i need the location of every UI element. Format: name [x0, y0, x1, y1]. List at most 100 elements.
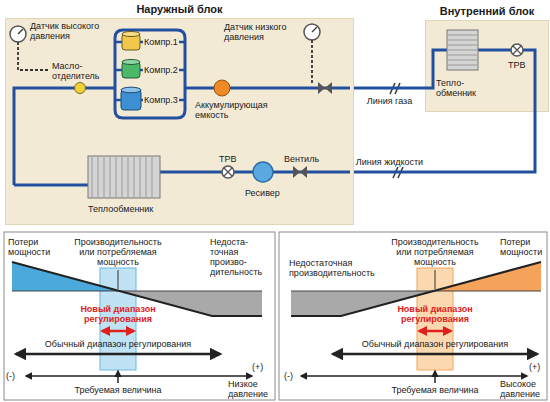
part-label: Вентиль [284, 154, 319, 164]
part-label: Компр.1 [143, 37, 179, 47]
range-label: Новый диапазон регулирования [75, 304, 161, 324]
heat-exchanger-symbol [447, 30, 478, 70]
valve-symbol [318, 82, 332, 94]
gas-pipe [14, 88, 350, 185]
pointer-arrow [434, 371, 436, 383]
label-holder: Новый диапазон регулирования [75, 304, 161, 324]
part-label: (-) [284, 371, 293, 381]
required-level [291, 291, 541, 292]
sensor-line [311, 40, 313, 84]
part-label: ТРВ [219, 154, 237, 164]
valve-symbol [293, 166, 307, 178]
unit-panel: Наружный блок [5, 18, 354, 225]
label-holder: Линия жидкости [355, 157, 424, 167]
label-holder: Вентиль [284, 154, 319, 164]
axis-arrow [26, 375, 252, 377]
range-arrow [333, 353, 537, 356]
label-holder: Датчик высокого давления [30, 21, 110, 41]
part-label: Обычный диапазон регулирования [33, 339, 203, 349]
gas-line [354, 87, 425, 90]
part-label: (+) [252, 362, 263, 372]
range-arrow [16, 353, 220, 356]
heat-exchanger-symbol [88, 156, 160, 198]
label-holder: Обычный диапазон регулирования [33, 339, 203, 349]
chart-frame [4, 232, 275, 400]
label-holder: Новый диапазон регулирования [392, 304, 478, 324]
part-label: Недостаточная производительность [289, 258, 383, 278]
label-holder: Недостаточная производительность [289, 258, 383, 278]
unit-panel: Внутренний блок [425, 20, 549, 112]
part-label: ТРВ [508, 60, 526, 70]
chart-frame [279, 232, 547, 400]
label-holder: Ресивер [245, 188, 280, 198]
part-label: Компр.2 [143, 65, 179, 75]
label-holder: Низкое давление [228, 379, 274, 399]
label-holder: ТРВ [219, 154, 237, 164]
liquid-line [354, 112, 535, 172]
label-holder: Потери мощности [500, 237, 546, 257]
label-holder: Обычный диапазон регулирования [350, 339, 520, 349]
line-label: Линия жидкости [355, 157, 424, 167]
gauge-symbol [304, 24, 320, 40]
range-label: Новый диапазон регулирования [392, 304, 478, 324]
part-label: Низкое давление [228, 379, 274, 399]
label-holder: Компр.1 [143, 37, 179, 47]
label-holder: (-) [6, 371, 15, 381]
gauge-needle [18, 29, 23, 34]
label-holder: Высокое давление [500, 379, 546, 399]
sensor-line [18, 42, 48, 70]
label-holder: Теплообменник [88, 204, 153, 214]
part-label: Производительность или потребляемая мощн… [386, 237, 484, 267]
part-label: Потери мощности [8, 237, 56, 257]
part-label: Обычный диапазон регулирования [350, 339, 520, 349]
gauge-symbol [10, 26, 26, 42]
accumulator-symbol [214, 80, 230, 96]
label-holder: Компр.2 [143, 65, 179, 75]
expansion-valve-symbol [513, 46, 521, 54]
compressor-pipe [115, 42, 185, 100]
compressor-symbol [121, 87, 141, 93]
label-holder: Требуемая величина [66, 385, 170, 395]
unit-heading: Наружный блок [6, 3, 353, 16]
leader-line [118, 270, 119, 289]
heat-exchanger-fins [92, 157, 152, 197]
oil-separator-symbol [75, 83, 86, 94]
label-holder: Линия газа [366, 96, 413, 106]
label-holder: Потери мощности [8, 237, 56, 257]
part-label: Датчик высокого давления [30, 21, 110, 41]
required-level [12, 291, 262, 292]
part-label: Ресивер [245, 188, 280, 198]
line-label: Линия газа [366, 96, 413, 106]
part-label: Теплообменник [88, 204, 153, 214]
label-holder: Требуемая величина [383, 385, 487, 395]
part-label: Высокое давление [500, 379, 546, 399]
label-holder: ТРВ [508, 60, 526, 70]
label-holder: Недоста- точная произво- дительность [210, 237, 270, 277]
label-holder: Производительность или потребляемая мощн… [386, 237, 484, 267]
part-label: (-) [6, 371, 15, 381]
range-arrow [102, 330, 134, 333]
range-arrow [419, 330, 451, 333]
label-holder: Масло- отделитель [52, 61, 108, 81]
receiver-symbol [253, 162, 273, 182]
label-holder: Аккумулирующая емкость [195, 100, 279, 120]
part-label: Масло- отделитель [52, 61, 108, 81]
label-holder: (+) [529, 362, 540, 372]
part-label: Потери мощности [500, 237, 546, 257]
part-label: Датчик низкого давления [224, 22, 300, 42]
gauge-needle [312, 27, 317, 32]
part-label: Компр.3 [143, 95, 179, 105]
compressor-symbol [122, 60, 140, 65]
indoor-pipe [425, 50, 535, 112]
heat-exchanger-fins [448, 35, 477, 65]
shortage-area [291, 291, 341, 316]
part-label: Требуемая величина [383, 385, 487, 395]
expansion-valve-symbol [511, 44, 523, 56]
part-label: Тепло- обменник [436, 78, 488, 98]
liquid-pipe [14, 172, 350, 185]
label-holder: Датчик низкого давления [224, 22, 300, 42]
expansion-valve-symbol [224, 168, 232, 176]
part-label: (+) [529, 362, 540, 372]
label-holder: Компр.3 [143, 95, 179, 105]
part-label: Требуемая величина [66, 385, 170, 395]
